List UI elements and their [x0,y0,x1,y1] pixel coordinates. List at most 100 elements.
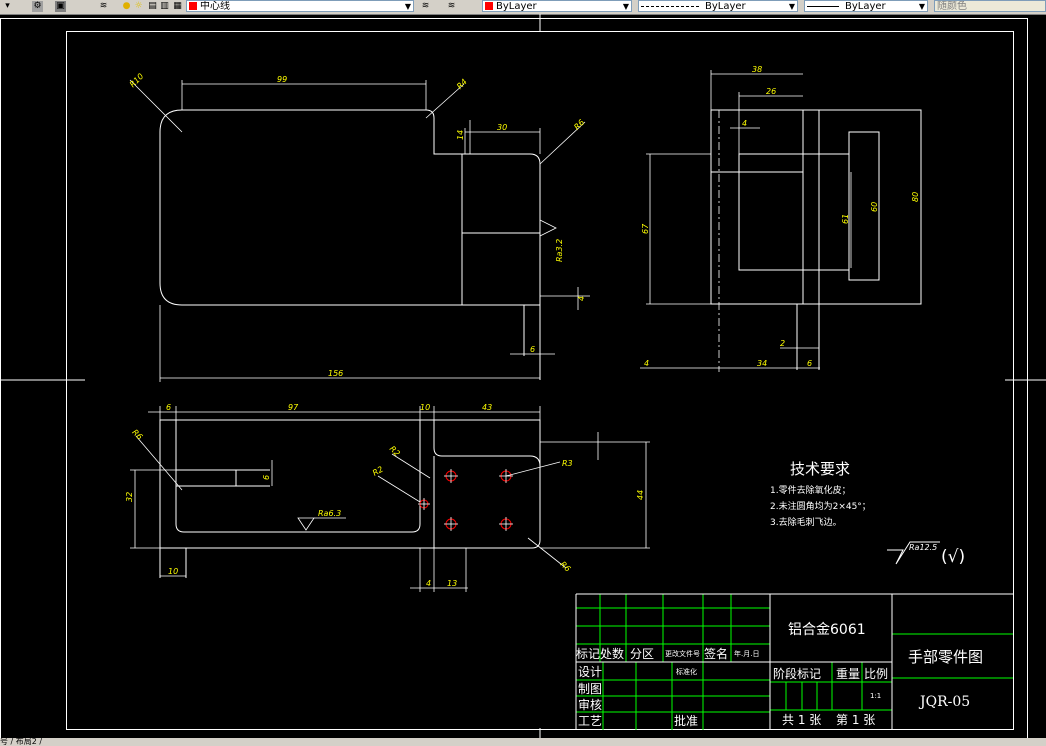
dim-r2b: R2 [371,465,385,478]
dim-r3: R3 [562,459,573,468]
dim-80: 80 [911,192,920,202]
header-change-doc: 更改文件号 [665,649,700,658]
dropdown-arrow-icon[interactable]: ▾ [5,1,10,11]
dim-4b: 4 [644,359,649,368]
lightbulb-icon[interactable]: ● [122,1,131,11]
requirements-title: 技术要求 [790,460,850,478]
header-date: 年.月.日 [734,649,759,658]
material-text: 铝合金6061 [788,622,866,638]
header-mark: 标记 [576,647,600,661]
row-design: 设计 [578,665,602,679]
dim-6c: 6 [166,403,171,412]
layout-tabs-bar: 号 / 布局2 / [0,738,1046,746]
dim-32: 32 [125,492,134,502]
dim-2: 2 [780,339,785,348]
layout-tab-label[interactable]: 号 / 布局2 / [0,738,43,746]
color-swatch [485,2,493,10]
chevron-down-icon: ▼ [622,2,629,11]
properties-toolbar: ▾ ⚙ ▣ ≋ ● ☼ ▤ ▥ ▦ 中心线 ▼ ≋ ≋ ByLayer ▼ By… [0,0,1046,15]
dim-4a: 4 [742,119,747,128]
scale-value: 1:1 [870,692,881,700]
dim-60: 60 [870,202,879,212]
chevron-down-icon: ▼ [404,2,411,11]
dim-10b: 10 [168,567,178,576]
scale-text: 比例 [864,667,888,681]
sheet-number-text: 第 1 张 [836,713,875,727]
drawing-number-text: JQR-05 [918,694,970,710]
lineweight-select-value: ByLayer [845,1,886,12]
layer-state-icon[interactable]: ▥ [160,1,169,11]
header-count: 处数 [600,646,624,661]
lineweight-select[interactable]: ByLayer ▼ [804,0,928,12]
layer-select[interactable]: 中心线 ▼ [186,0,414,12]
dim-99: 99 [277,75,287,84]
roughness-paren: (√) [941,547,965,567]
color-select-value: ByLayer [496,1,537,12]
sun-icon[interactable]: ☼ [134,1,143,11]
chevron-down-icon: ▼ [918,2,925,11]
dim-38: 38 [752,65,762,74]
row-approve: 批准 [674,713,698,728]
bottom-view-dimensions [130,406,650,592]
dim-10: 10 [420,403,430,412]
dim-61: 61 [841,214,850,224]
linetype-sample [641,5,699,7]
dim-156: 156 [328,369,343,378]
top-view-dim-labels: 99 R10 R4 14 30 R6 Ra3.2 4 6 156 [128,72,586,378]
header-sign: 签名 [704,646,728,661]
inner-frame [66,31,1014,730]
side-view-dim-labels: 38 26 4 67 61 60 80 2 4 34 6 [641,65,920,368]
dim-6b: 6 [807,359,812,368]
plotstyle-select-value: 随颜色 [937,1,967,12]
dim-6d: 6 [262,475,271,480]
side-view [710,109,922,370]
layer-settings-icon[interactable]: ⚙ [32,1,43,12]
layer-manager-icon[interactable]: ≋ [99,1,108,11]
layer-previous-icon[interactable]: ▣ [55,1,66,12]
row-process: 工艺 [578,714,602,728]
technical-requirements: 技术要求 1.零件去除氧化皮； 2.未注圆角均为2×45°； 3.去除毛刺飞边。… [770,460,965,567]
part-name-text: 手部零件图 [908,648,983,666]
roughness-value: Ra12.5 [909,543,937,552]
dim-r2a: R2 [388,444,402,458]
make-current-icon[interactable]: ≋ [421,1,430,11]
bottom-view [159,419,541,578]
crosshair-cursor [0,14,1046,738]
row-draw: 制图 [578,682,602,696]
dim-6: 6 [530,345,535,354]
layer-match-icon[interactable]: ≋ [447,1,456,11]
dim-ra63: Ra6.3 [318,509,341,518]
color-select[interactable]: ByLayer ▼ [482,0,632,12]
side-view-dimensions [640,70,922,369]
dim-4c: 4 [426,579,431,588]
drawing-canvas[interactable]: 99 R10 R4 14 30 R6 Ra3.2 4 6 156 [0,14,1046,738]
dim-43: 43 [482,403,492,412]
roughness-symbol [887,541,940,565]
dim-r6: R6 [572,118,586,132]
plot-icon[interactable]: ▦ [173,1,182,11]
dim-97: 97 [288,403,299,412]
dim-4: 4 [577,296,586,301]
bottom-view-dim-labels: 6 97 10 43 R6 R2 R2 R3 32 6 Ra6.3 44 10 … [125,403,645,588]
dim-14: 14 [456,130,465,140]
dim-30: 30 [497,123,507,132]
plotstyle-select[interactable]: 随颜色 [934,0,1046,12]
requirement-3: 3.去除毛刺飞边。 [770,516,842,528]
top-view [159,109,541,380]
linetype-select[interactable]: ByLayer ▼ [638,0,798,12]
weight-text: 重量 [836,667,860,681]
requirement-1: 1.零件去除氧化皮； [770,484,851,496]
dim-r6a: R6 [130,428,144,442]
bottom-view-hole-centers [418,469,513,531]
dim-ra32: Ra3.2 [555,239,564,262]
dim-44: 44 [636,490,645,500]
lineweight-sample [807,5,839,7]
sheets-text: 共 1 张 [782,713,821,727]
requirement-2: 2.未注圆角均为2×45°； [770,500,871,512]
layer-color-swatch [189,2,197,10]
dim-34: 34 [757,359,767,368]
linetype-select-value: ByLayer [705,1,746,12]
lock-icon[interactable]: ▤ [148,1,157,11]
title-block: 铝合金6061 手部零件图 JQR-05 标记 处数 分区 更改文件号 签名 年… [575,593,1013,730]
row-check: 审核 [578,697,602,712]
